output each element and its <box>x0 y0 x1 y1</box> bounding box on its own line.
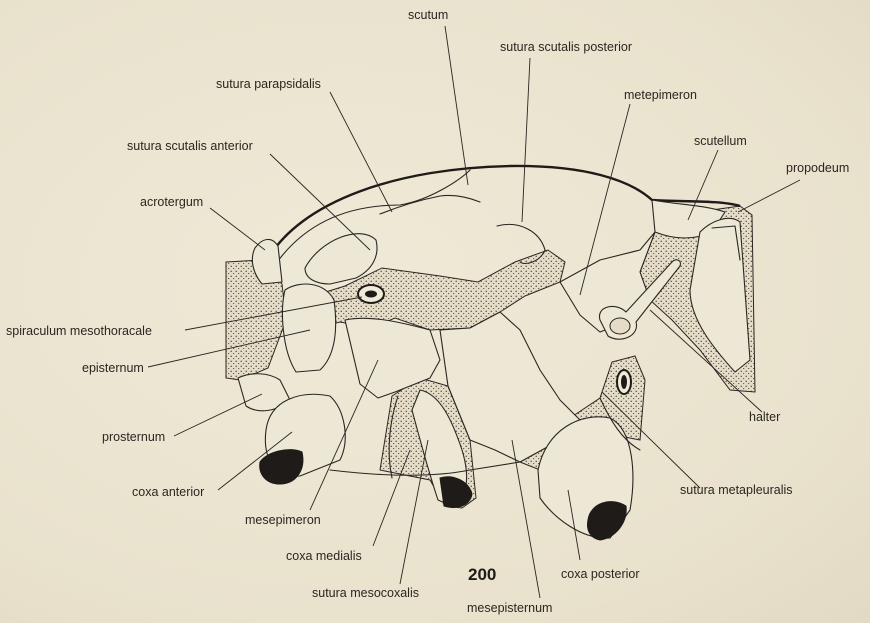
acrotergum-plate <box>252 239 282 284</box>
leader-prosternum <box>174 394 262 436</box>
label-spiraculum-mesothoracale: spiraculum mesothoracale <box>6 324 152 338</box>
label-acrotergum: acrotergum <box>140 195 203 209</box>
label-sutura-mesocoxalis: sutura mesocoxalis <box>312 586 419 600</box>
label-scutum: scutum <box>408 8 448 22</box>
label-episternum: episternum <box>82 361 144 375</box>
label-scutellum: scutellum <box>694 134 747 148</box>
metathoracic-spiracle-inner <box>621 375 627 389</box>
episternum-plate <box>283 284 336 372</box>
halter-knob <box>610 318 630 334</box>
leader-propodeum <box>738 180 800 212</box>
label-prosternum: prosternum <box>102 430 165 444</box>
label-coxa-anterior: coxa anterior <box>132 485 204 499</box>
leader-sutura-scutalis-posterior <box>522 58 530 222</box>
label-sutura-scutalis-posterior: sutura scutalis posterior <box>500 40 632 54</box>
label-sutura-parapsidalis: sutura parapsidalis <box>216 77 321 91</box>
label-sutura-scutalis-anterior: sutura scutalis anterior <box>127 139 253 153</box>
coxa-anterior-tip <box>260 450 303 484</box>
leader-acrotergum <box>210 208 265 250</box>
label-propodeum: propodeum <box>786 161 849 175</box>
label-halter: halter <box>749 410 780 424</box>
label-coxa-medialis: coxa medialis <box>286 549 362 563</box>
figure-number: 200 <box>468 565 496 584</box>
label-sutura-metapleuralis: sutura metapleuralis <box>680 483 793 497</box>
leader-sutura-parapsidalis <box>330 92 392 212</box>
label-mesepimeron: mesepimeron <box>245 513 321 527</box>
label-coxa-posterior: coxa posterior <box>561 567 640 581</box>
leader-scutum <box>445 26 468 185</box>
spiraculum-inner <box>365 291 377 298</box>
label-metepimeron: metepimeron <box>624 88 697 102</box>
label-mesepisternum: mesepisternum <box>467 601 552 615</box>
